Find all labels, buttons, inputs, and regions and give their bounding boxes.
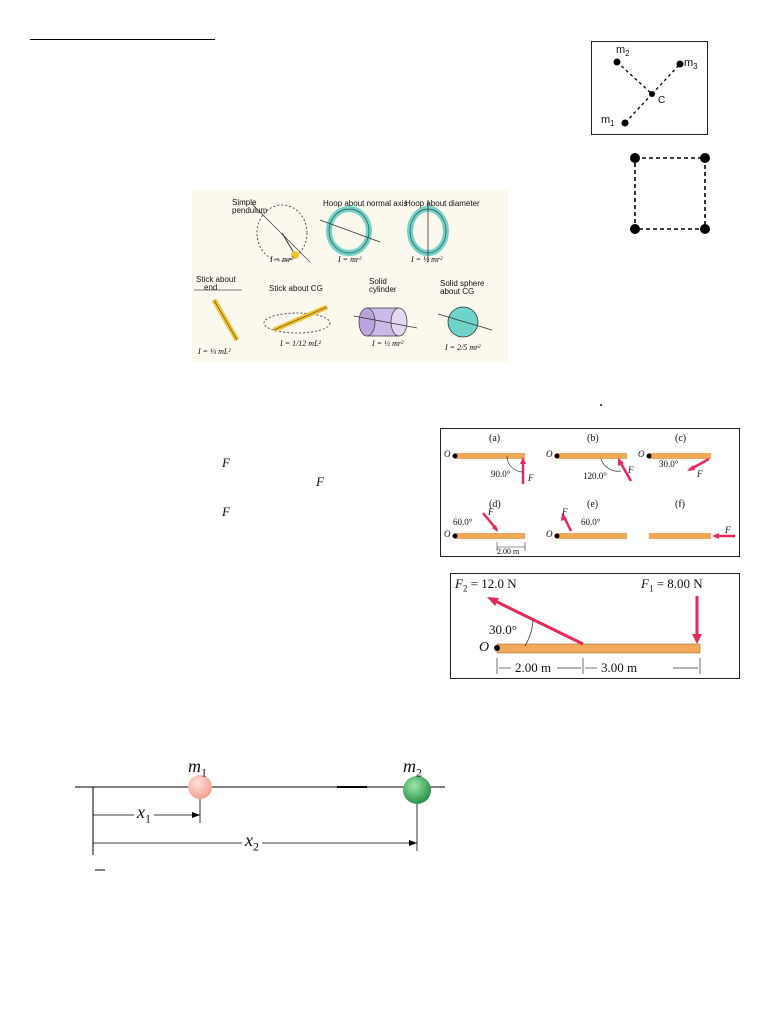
vector-f-1: F⃗ xyxy=(222,455,241,470)
panel-e-o: O xyxy=(546,529,553,539)
panel-d-distance: 2.00 m xyxy=(497,547,520,556)
panel-d-angle: 60.0° xyxy=(453,517,473,527)
masses-diagram-box: m2 m3 C m1 xyxy=(591,41,708,135)
masses-diagram xyxy=(613,58,684,127)
two-mass-diagram xyxy=(75,775,445,871)
stick-cg-title: Stick about CG xyxy=(269,284,323,293)
panel-a-label: (a) xyxy=(489,433,501,444)
label-x1: x1 xyxy=(134,802,154,827)
dashed-square-diagram xyxy=(630,153,710,234)
panel-a-o: O xyxy=(444,449,451,459)
f1-label: F1 = 8.00 N xyxy=(641,576,703,594)
formula-cylinder: I = ½ mr² xyxy=(372,339,404,348)
two-forces-box: F2 = 12.0 N F1 = 8.00 N 30.0° O 2.00 m 3… xyxy=(450,573,740,679)
vector-f-3: F⃗ xyxy=(222,504,241,519)
panel-b-o: O xyxy=(546,449,553,459)
formula-stick-cg: I = 1/12 mL² xyxy=(280,339,321,348)
label-x2: x2 xyxy=(242,830,262,855)
panel-e-angle: 60.0° xyxy=(581,517,601,527)
panel-b-angle: 120.0° xyxy=(583,471,607,481)
label-m1: m1 xyxy=(601,114,615,129)
formula-sphere: I = 2/5 mr² xyxy=(445,343,481,352)
panel-d-o: O xyxy=(444,529,451,539)
label-m2: m2 xyxy=(616,44,630,59)
panel-e-f: F xyxy=(562,507,568,517)
panel-c-f: F xyxy=(697,469,703,479)
torque-panels-box: (a) (b) (c) (d) (e) (f) O O O O O 90.0° … xyxy=(440,428,740,557)
angle-label: 30.0° xyxy=(489,622,517,637)
origin-label: O xyxy=(479,640,490,655)
panel-e-label: (e) xyxy=(587,499,599,510)
formula-pendulum: I = mr² xyxy=(270,255,294,264)
panel-f-f: F xyxy=(725,525,731,535)
formula-hoop-normal: I = mr² xyxy=(338,255,362,264)
formula-stick-end: I = ⅓ mL² xyxy=(198,347,231,356)
formula-hoop-diameter: I = ½ mr² xyxy=(411,255,443,264)
label-mass-2: m2 xyxy=(403,756,422,780)
torque-panels-drawing xyxy=(452,453,735,551)
inertia-drawings xyxy=(194,200,493,342)
label-m3: m3 xyxy=(684,57,698,72)
panel-f-label: (f) xyxy=(675,499,685,510)
panel-a-angle: 90.0° xyxy=(491,469,511,479)
panel-c-o: O xyxy=(638,449,645,459)
header-rule xyxy=(30,39,215,40)
label-mass-1: m1 xyxy=(188,756,207,780)
hoop-normal-title: Hoop about normal axis xyxy=(323,199,408,208)
panel-b-label: (b) xyxy=(587,433,599,444)
panel-a-f: F xyxy=(528,473,534,483)
distance-2-label: 3.00 m xyxy=(601,660,638,675)
two-forces-drawing xyxy=(487,596,702,674)
distance-1-label: 2.00 m xyxy=(515,660,552,675)
f2-label: F2 = 12.0 N xyxy=(455,576,517,594)
panel-d-f: F xyxy=(488,507,494,517)
panel-c-angle: 30.0° xyxy=(659,459,679,469)
panel-c-label: (c) xyxy=(675,433,687,444)
hoop-diameter-title: Hoop about diameter xyxy=(405,199,480,208)
label-c: C xyxy=(658,95,666,106)
panel-d-label: (d) xyxy=(489,499,501,510)
vector-f-2: F⃗ xyxy=(316,474,335,489)
small-dot xyxy=(600,404,602,406)
panel-b-f: F xyxy=(628,465,634,475)
